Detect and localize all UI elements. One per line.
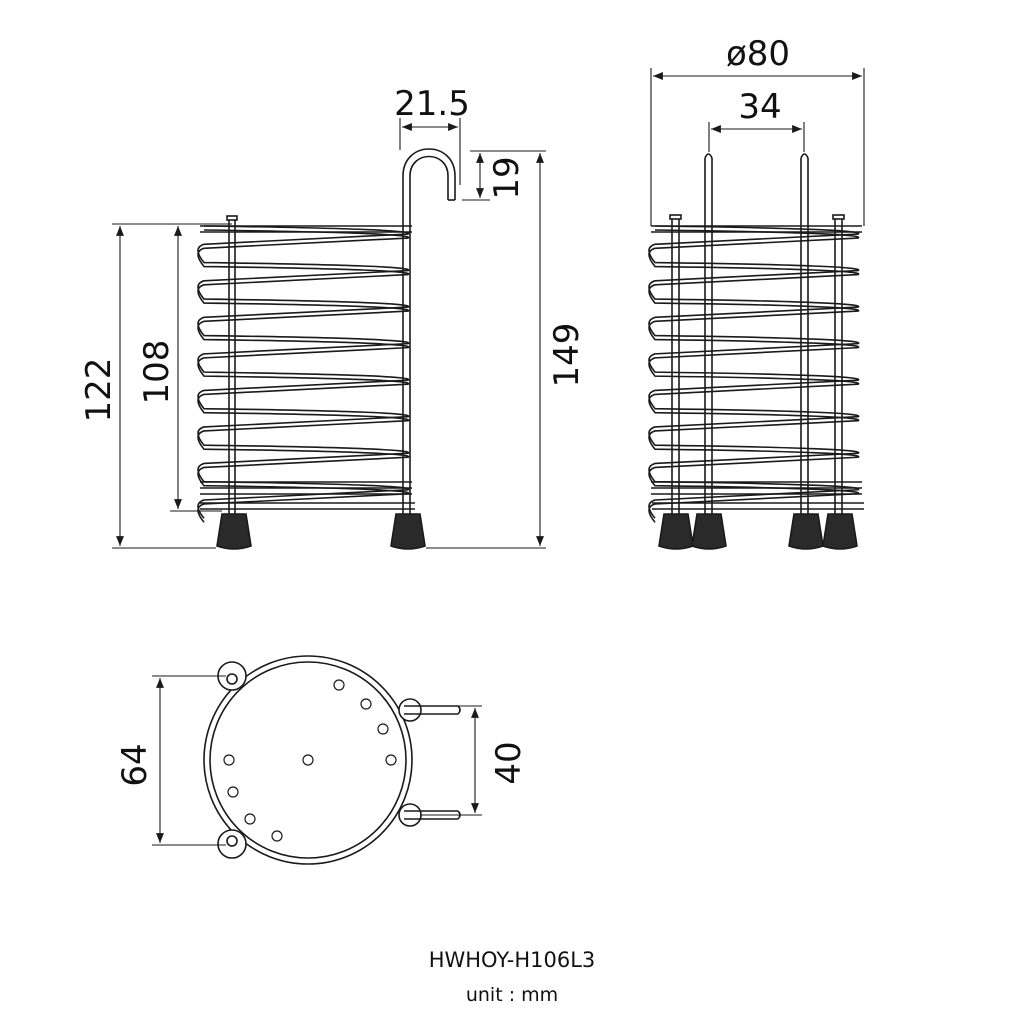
- dim-40: 40: [489, 741, 529, 784]
- unit-label: unit : mm: [465, 984, 559, 1006]
- dim-64: 64: [115, 743, 155, 786]
- dim-122: 122: [79, 358, 119, 423]
- drain-holes: [223, 679, 397, 842]
- dim-19: 19: [487, 156, 527, 199]
- dim-108: 108: [137, 340, 177, 405]
- dim-34: 34: [738, 87, 781, 127]
- dim-21-5: 21.5: [394, 84, 470, 124]
- top-dimensions: [152, 675, 482, 846]
- side-coil: [648, 225, 862, 523]
- foot: [788, 513, 824, 550]
- foot: [658, 513, 694, 550]
- front-view: [197, 148, 456, 550]
- front-dimensions: [112, 118, 546, 549]
- front-coil: [197, 225, 412, 523]
- side-view: [648, 153, 864, 550]
- hanger-hook: [402, 148, 456, 200]
- dim-diameter-80: ø80: [726, 34, 790, 74]
- dim-149: 149: [547, 323, 587, 388]
- foot: [216, 513, 252, 550]
- side-dimensions: [650, 68, 865, 226]
- foot: [822, 513, 858, 550]
- model-number: HWHOY-H106L3: [428, 948, 596, 972]
- foot: [691, 513, 727, 550]
- top-view: [203, 655, 461, 865]
- foot: [390, 513, 426, 550]
